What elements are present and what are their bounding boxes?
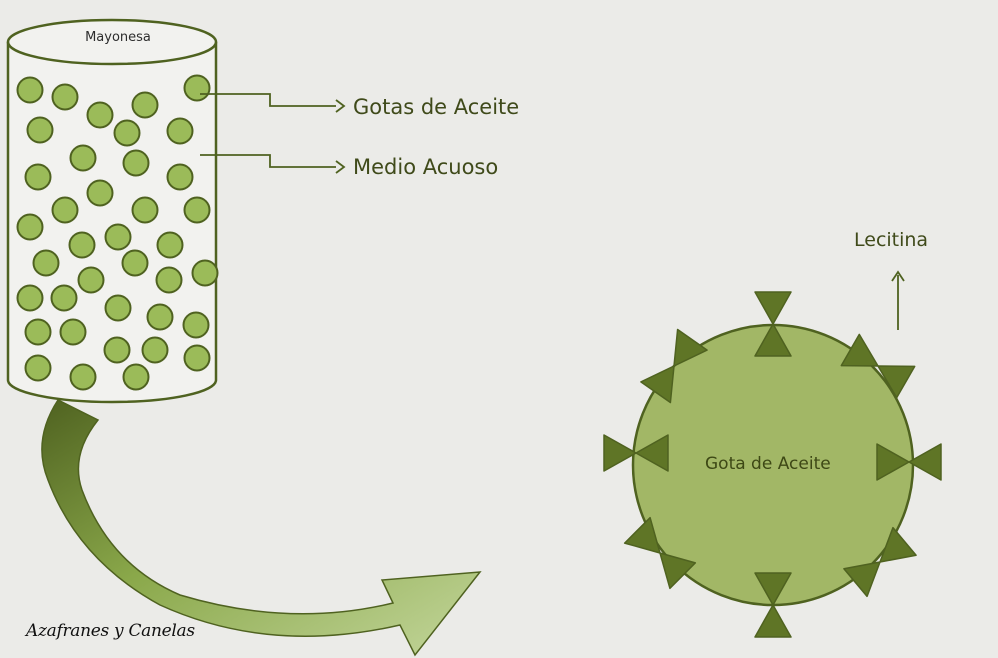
lecithin-bowtie-icon [640,328,708,404]
oil-droplet [156,231,184,259]
oil-droplet [59,318,87,346]
transform-arrow [41,399,482,657]
label-lecithin: Lecitina [854,229,929,251]
oil-droplet [182,311,210,339]
lecithin-bowtie-icon [840,333,916,399]
lecithin-bowtie-icon [623,516,697,590]
oil-droplet [122,363,150,391]
oil-droplet [32,249,60,277]
oil-droplet [86,179,114,207]
oil-droplet [69,363,97,391]
pointer-oil-droplets [200,93,346,113]
oil-droplet [183,196,211,224]
oil-droplet [183,344,211,372]
oil-droplet [131,91,159,119]
oil-droplet [24,318,52,346]
oil-droplet [141,336,169,364]
mayonnaise-container [6,18,219,404]
oil-droplet [51,196,79,224]
right-arrow-icon [335,99,346,113]
lecithin-bowtie-icon [603,434,669,472]
lecithin-molecules-group [603,291,942,638]
credit-watermark: Azafranes y Canelas [26,621,195,641]
lecithin-pointer [891,270,905,330]
oil-droplet [131,196,159,224]
oil-droplet [166,117,194,145]
oil-droplet [104,294,132,322]
container-lid [6,18,218,66]
oil-droplet [50,284,78,312]
oil-droplet [24,163,52,191]
oil-droplet [16,213,44,241]
oil-droplet [104,223,132,251]
oil-droplet [69,144,97,172]
oil-droplet [183,74,211,102]
right-arrow-icon [335,160,346,174]
oil-droplet [24,354,52,382]
oil-droplet [26,116,54,144]
oil-droplets-group [16,74,219,391]
label-oil-droplets: Gotas de Aceite [353,95,520,119]
label-oil-drop: Gota de Aceite [705,454,831,474]
oil-droplet [191,259,219,287]
pointer-aqueous-medium [200,154,346,174]
oil-droplet [166,163,194,191]
oil-droplet [122,149,150,177]
oil-droplet [86,101,114,129]
oil-droplet [68,231,96,259]
lecithin-bowtie-icon [843,526,917,598]
oil-droplet [77,266,105,294]
oil-droplet [51,83,79,111]
lecithin-bowtie-icon [754,572,792,638]
up-arrow-icon [891,270,905,282]
oil-droplet [113,119,141,147]
oil-droplet [146,303,174,331]
oil-droplet [103,336,131,364]
lecithin-bowtie-icon [876,443,942,481]
oil-droplet [16,76,44,104]
oil-droplet [16,284,44,312]
container-title: Mayonesa [85,30,151,45]
oil-droplet [121,249,149,277]
oil-droplet [155,266,183,294]
label-aqueous-medium: Medio Acuoso [353,155,499,179]
lecithin-bowtie-icon [754,291,792,357]
